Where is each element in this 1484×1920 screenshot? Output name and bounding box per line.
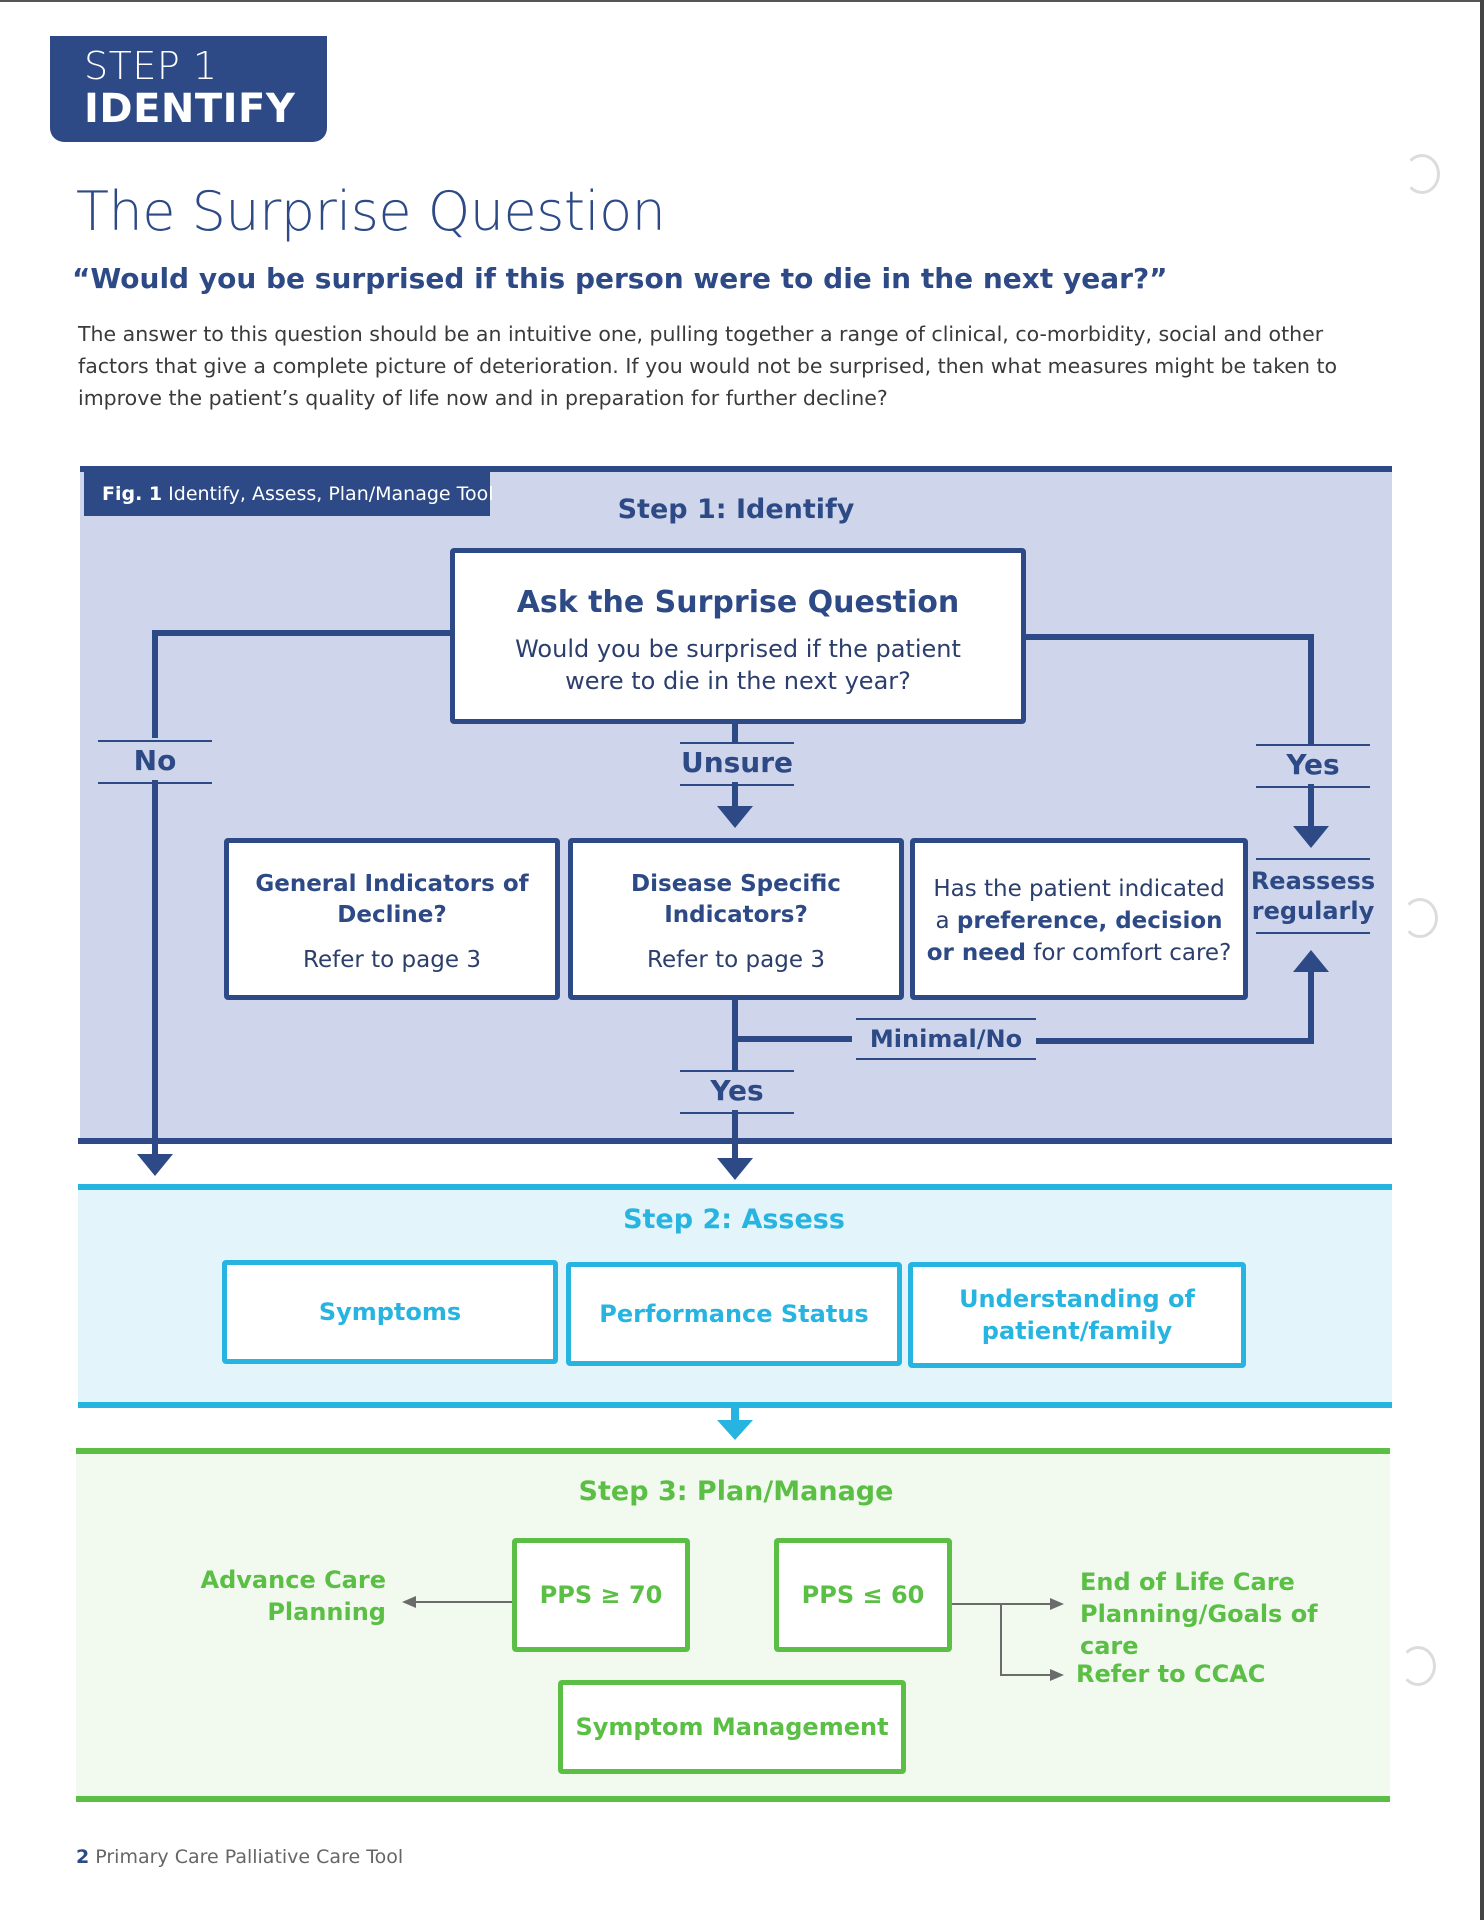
preference-post: for comfort care? [1033, 940, 1232, 966]
surprise-question-box: Ask the Surprise Question Would you be s… [450, 548, 1026, 724]
connector-line [1036, 1038, 1314, 1044]
label-bg [1256, 746, 1370, 784]
step2-heading: Step 2: Assess [623, 1204, 845, 1235]
preference-bold: preference, decision or need [926, 908, 1223, 966]
label-bg [98, 738, 212, 740]
reassess-regularly: Reassess regularly [1250, 867, 1376, 925]
label-rule [856, 1018, 1036, 1020]
connector-line [732, 1036, 852, 1042]
disease-indicators-ref: Refer to page 3 [647, 947, 825, 973]
label-bg [680, 1072, 794, 1110]
connector-line [952, 1603, 1052, 1605]
connector-line [1000, 1603, 1002, 1675]
label-bg [98, 742, 212, 780]
label-yes-right: Yes [1286, 748, 1340, 781]
label-rule [98, 782, 212, 784]
arrow-left-icon [402, 1596, 416, 1608]
assess-symptoms-box: Symptoms [222, 1260, 558, 1364]
label-rule [1256, 744, 1370, 746]
arrow-down-icon [717, 1420, 753, 1440]
doc-title: Primary Care Palliative Care Tool [95, 1846, 404, 1868]
end-of-life-care: End of Life Care Planning/Goals of care [1080, 1568, 1318, 1660]
preference-box: Has the patient indicated a preference, … [910, 838, 1248, 1000]
refer-ccac: Refer to CCAC [1076, 1660, 1266, 1688]
advance-care-planning: Advance Care Planning [200, 1566, 386, 1626]
label-rule [680, 742, 794, 744]
symptom-management-box: Symptom Management [558, 1680, 906, 1774]
binder-hole [1402, 898, 1438, 938]
connector-line [1024, 634, 1314, 640]
step2-top-rule [78, 1184, 1392, 1190]
connector-line [414, 1601, 514, 1603]
assess-understanding-box: Understanding of patient/family [908, 1262, 1246, 1368]
arrow-right-icon [1050, 1598, 1064, 1610]
connector-line [152, 630, 158, 1160]
surprise-question: “Would you be surprised if this person w… [72, 262, 1168, 295]
figure-caption-text: Identify, Assess, Plan/Manage Tool [168, 483, 494, 505]
figure-number: Fig. 1 [102, 483, 163, 505]
label-minimal-no: Minimal/No [869, 1025, 1023, 1053]
arrow-down-icon [717, 806, 753, 828]
label-rule [1256, 858, 1370, 860]
connector-line [732, 1140, 738, 1160]
step-badge-name: IDENTIFY [84, 86, 296, 132]
label-no: No [133, 744, 177, 777]
label-bg [680, 744, 794, 782]
label-rule [98, 740, 212, 742]
page-top-edge [0, 0, 1484, 2]
preference-pre: Has the patient indicated a [933, 876, 1225, 934]
connector-line [152, 630, 452, 636]
label-rule [680, 784, 794, 786]
connector-line [1308, 634, 1314, 838]
arrow-down-icon [717, 1158, 753, 1180]
label-rule [680, 1070, 794, 1072]
preference-text: Has the patient indicated a preference, … [923, 873, 1235, 969]
page-number: 2 [76, 1846, 90, 1868]
label-rule [856, 1058, 1036, 1060]
step1-heading: Step 1: Identify [617, 494, 855, 525]
step3-heading: Step 3: Plan/Manage [578, 1476, 894, 1507]
disease-indicators-title: Disease Specific Indicators? [631, 871, 841, 928]
label-rule [1256, 786, 1370, 788]
step-badge-number: STEP 1 [84, 44, 218, 88]
page-title: The Surprise Question [76, 180, 666, 243]
surprise-question-box-title: Ask the Surprise Question [516, 585, 960, 620]
general-indicators-box: General Indicators of Decline? Refer to … [224, 838, 560, 1000]
connector-line [1308, 970, 1314, 1044]
assess-performance-box: Performance Status [566, 1262, 902, 1366]
disease-indicators-box: Disease Specific Indicators? Refer to pa… [568, 838, 904, 1000]
label-unsure: Unsure [680, 746, 794, 779]
general-indicators-ref: Refer to page 3 [303, 947, 481, 973]
step3-bottom-rule [76, 1796, 1390, 1802]
step-badge: STEP 1 IDENTIFY [50, 36, 327, 142]
label-rule [680, 1112, 794, 1114]
arrow-right-icon [1050, 1669, 1064, 1681]
arrow-down-icon [137, 1154, 173, 1176]
surprise-question-box-text: Would you be surprised if the patient we… [515, 635, 961, 695]
general-indicators-title: General Indicators of Decline? [255, 871, 529, 928]
intro-paragraph: The answer to this question should be an… [78, 322, 1338, 410]
step1-top-rule [80, 466, 1392, 472]
connector-line [731, 1408, 739, 1422]
arrow-up-icon [1293, 950, 1329, 972]
pps-low-box: PPS ≤ 60 [774, 1538, 952, 1652]
connector-line [1000, 1674, 1052, 1676]
arrow-down-icon [1293, 826, 1329, 848]
step3-top-rule [76, 1448, 1390, 1454]
page-right-edge [1480, 0, 1484, 1920]
label-yes-bottom: Yes [710, 1074, 764, 1107]
step2-bottom-rule [78, 1402, 1392, 1408]
binder-hole [1400, 1646, 1436, 1686]
label-rule [1256, 932, 1370, 934]
binder-hole [1404, 154, 1440, 194]
pps-high-box: PPS ≥ 70 [512, 1538, 690, 1652]
